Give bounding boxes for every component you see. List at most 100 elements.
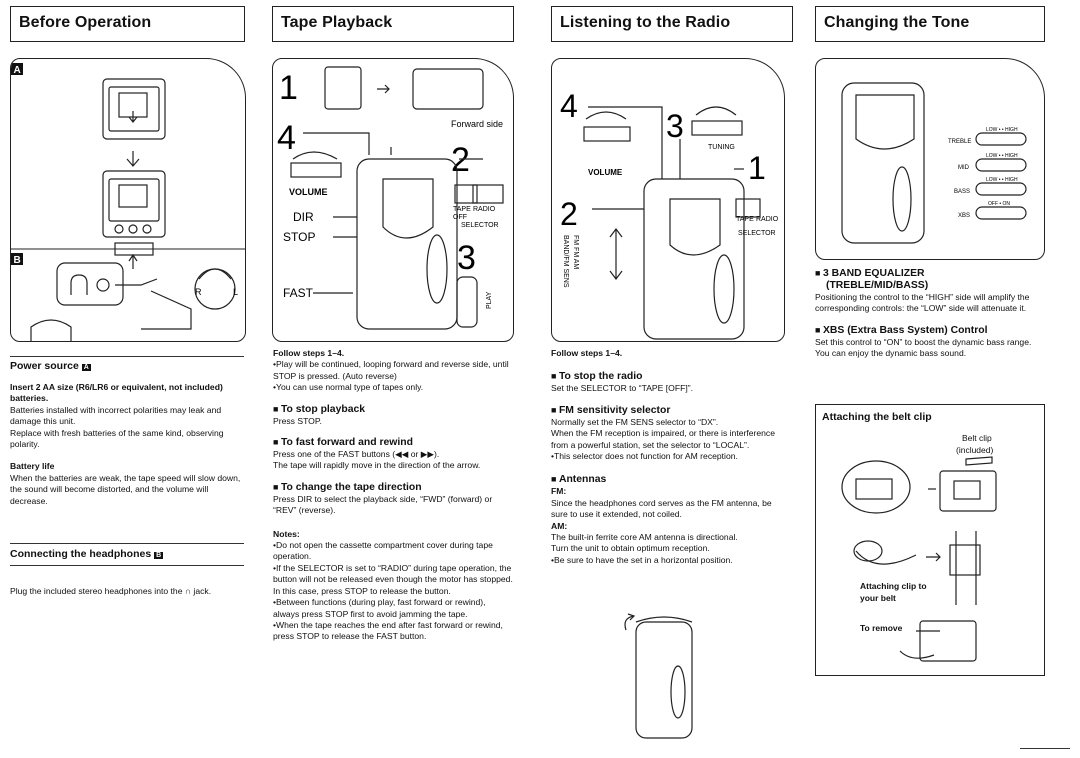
- tape-playback-text: Follow steps 1–4. •Play will be continue…: [273, 348, 513, 643]
- fig-b-r-label: R: [195, 287, 202, 297]
- section-title: Listening to the Radio: [560, 14, 731, 31]
- fast-forward-text-2: The tape will rapidly move in the direct…: [273, 460, 481, 471]
- forward-side-label: Forward side: [451, 119, 503, 129]
- headphones-tag: B: [154, 552, 164, 559]
- radio-step-4: 4: [560, 88, 578, 124]
- bass-range-label: LOW • • HIGH: [986, 177, 1018, 183]
- step-3-number: 3: [457, 239, 476, 277]
- xbs-text: Set this control to “ON” to boost the dy…: [815, 336, 1032, 359]
- fast-forward-title: To fast forward and rewind: [273, 437, 513, 448]
- tape-label: TAPE: [453, 206, 471, 213]
- radio-step-2: 2: [560, 196, 578, 232]
- play-label: PLAY: [486, 291, 493, 309]
- antenna-am-label: AM:: [551, 520, 568, 531]
- tape-direction-text: Press DIR to select the playback side, “…: [273, 493, 493, 516]
- belt-clip-included: (included): [956, 445, 994, 455]
- antenna-am-text-3: •Be sure to have the set in a horizontal…: [551, 554, 733, 565]
- power-source-text-2: Replace with fresh batteries of the same…: [10, 427, 224, 450]
- xbs-label: XBS: [958, 213, 970, 219]
- stop-radio-title: To stop the radio: [551, 371, 787, 382]
- step-4-number: 4: [277, 119, 296, 157]
- tape-figure-svg: 1 4 2 3 Forward side VOLUME DIR STOP FAS…: [277, 66, 504, 330]
- equalizer-title: 3 BAND EQUALIZER: [815, 268, 1047, 279]
- band-label: FM FM AM: [572, 235, 579, 269]
- figure-tone-controls: TREBLE MID BASS XBS LOW • • HIGH LOW • •…: [815, 58, 1045, 260]
- section-header: Before Operation: [10, 6, 245, 42]
- off-label: OFF: [453, 214, 467, 221]
- figure-radio: 4 3 1 2 VOLUME TUNING TAPE RADIO SELECTO…: [551, 58, 785, 342]
- selector-label: SELECTOR: [461, 222, 499, 229]
- antenna-am-text-1: The built-in ferrite core AM antenna is …: [551, 532, 738, 543]
- fig-b-l-label: L: [233, 287, 238, 297]
- stop-playback-title: To stop playback: [273, 404, 513, 415]
- battery-figure-svg: A B R L: [11, 63, 245, 341]
- stop-label: STOP: [283, 230, 315, 244]
- radio-tape-label: TAPE: [736, 216, 754, 223]
- note-2: •If the SELECTOR is set to “RADIO” durin…: [273, 562, 513, 596]
- power-source-bold: Insert 2 AA size (R6/LR6 or equivalent, …: [10, 382, 223, 404]
- mid-label: MID: [958, 165, 970, 171]
- column-radio: Listening to the Radio: [551, 6, 793, 42]
- step-2-number: 2: [451, 141, 470, 179]
- radio-step-1: 1: [748, 150, 766, 186]
- follow-steps: Follow steps 1–4.: [273, 348, 345, 358]
- radio-label: RADIO: [473, 206, 496, 213]
- treble-range-label: LOW • • HIGH: [986, 127, 1018, 133]
- radio-radio-label: RADIO: [756, 216, 779, 223]
- fig-b-tag: B: [14, 255, 21, 266]
- radio-text: Follow steps 1–4. To stop the radio Set …: [551, 348, 787, 566]
- to-remove-label: To remove: [860, 623, 903, 633]
- figure-battery-headphones: A B R L: [10, 58, 246, 342]
- fm-sens-text-2: When the FM reception is impaired, or th…: [551, 428, 776, 450]
- fig-a-tag: A: [14, 65, 21, 76]
- stop-playback-text: Press STOP.: [273, 415, 322, 426]
- power-source-section: Power source A Insert 2 AA size (R6/LR6 …: [10, 360, 245, 507]
- antenna-fm-text: Since the headphones cord serves as the …: [551, 497, 772, 520]
- antenna-fm-label: FM:: [551, 486, 567, 497]
- section-header: Changing the Tone: [815, 6, 1045, 42]
- treble-label: TREBLE: [948, 139, 971, 145]
- step-1-number: 1: [279, 69, 298, 107]
- tone-figure-svg: TREBLE MID BASS XBS LOW • • HIGH LOW • •…: [841, 82, 1027, 244]
- headphones-text: Plug the included stereo headphones into…: [10, 586, 212, 596]
- fm-sens-title: FM sensitivity selector: [551, 405, 787, 416]
- battery-life-text: When the batteries are weak, the tape sp…: [10, 472, 241, 506]
- battery-life-title: Battery life: [10, 461, 55, 472]
- equalizer-subtitle: (TREBLE/MID/BASS): [826, 280, 929, 291]
- volume-label: VOLUME: [289, 187, 328, 197]
- fast-forward-text-1: Press one of the FAST buttons (◀◀ or ▶▶)…: [273, 449, 440, 460]
- section-title: Before Operation: [19, 14, 152, 31]
- bass-label: BASS: [954, 189, 970, 195]
- attach-clip-label: Attaching clip to: [860, 581, 927, 591]
- fm-sens-text-3: •This selector does not function for AM …: [551, 451, 738, 462]
- figure-tape-playback: 1 4 2 3 Forward side VOLUME DIR STOP FAS…: [272, 58, 514, 342]
- note-4: •When the tape reaches the end after fas…: [273, 619, 503, 642]
- section-title: Tape Playback: [281, 14, 393, 31]
- dir-label: DIR: [293, 210, 314, 224]
- stop-radio-text: Set the SELECTOR to “TAPE [OFF]”.: [551, 383, 693, 394]
- radio-follow-steps: Follow steps 1–4.: [551, 348, 623, 358]
- radio-figure-svg: 4 3 1 2 VOLUME TUNING TAPE RADIO SELECTO…: [560, 88, 779, 340]
- auto-reverse-note: •Play will be continued, looping forward…: [273, 359, 509, 381]
- antennas-title: Antennas: [551, 474, 787, 485]
- power-source-text-1: Batteries installed with incorrect polar…: [10, 404, 222, 427]
- page-corner-rule: [1020, 748, 1070, 749]
- radio-step-3: 3: [666, 108, 684, 144]
- note-3: •Between functions (during play, fast fo…: [273, 597, 486, 619]
- belt-clip-label: Belt clip: [962, 433, 992, 443]
- column-tone: Changing the Tone: [815, 6, 1045, 42]
- xbs-title: XBS (Extra Bass System) Control: [815, 325, 1047, 336]
- fm-sens-label: BAND/FM SENS: [562, 235, 569, 288]
- section-header: Tape Playback: [272, 6, 514, 42]
- tuning-label: TUNING: [708, 144, 735, 151]
- column-before-operation: Before Operation: [10, 6, 245, 42]
- mid-range-label: LOW • • HIGH: [986, 153, 1018, 159]
- attach-belt-label: your belt: [860, 593, 896, 603]
- radio-rotation-figure: [624, 613, 693, 739]
- notes-title: Notes:: [273, 528, 300, 539]
- antenna-am-text-2: Turn the unit to obtain optimum receptio…: [551, 543, 710, 554]
- fast-label: FAST: [283, 286, 314, 300]
- fm-sens-text-1: Normally set the FM SENS selector to “DX…: [551, 416, 719, 427]
- power-source-title: Power source: [10, 360, 79, 372]
- headphones-title: Connecting the headphones: [10, 548, 152, 560]
